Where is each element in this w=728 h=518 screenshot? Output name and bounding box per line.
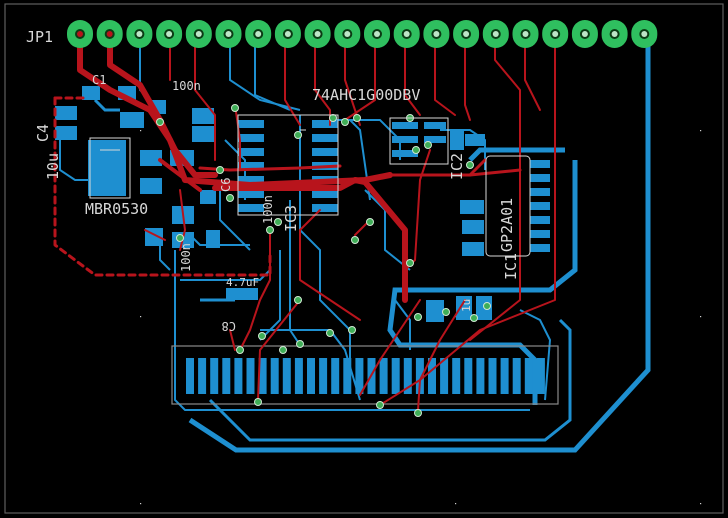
label-ic-regulator-value: GP2A01	[498, 198, 516, 252]
fpc-pin	[294, 358, 303, 394]
label-c1: C1	[92, 73, 106, 87]
fpc-pin	[186, 358, 194, 394]
header-pin	[423, 20, 450, 48]
header-pin	[542, 20, 569, 48]
fpc-pin	[512, 358, 521, 394]
header-pin	[67, 20, 93, 48]
fpc-pin	[355, 358, 364, 394]
header-pin	[512, 20, 539, 48]
header-pin	[393, 20, 420, 48]
fpc-pin	[524, 358, 533, 394]
fpc-pin	[319, 358, 328, 394]
header-pin	[631, 20, 658, 48]
header-jp1	[67, 20, 658, 48]
fpc-pin	[343, 358, 352, 394]
fpc-pin	[391, 358, 400, 394]
header-pin	[601, 20, 628, 48]
label-ic2: IC2	[448, 153, 466, 180]
label-cap-10u: 10u	[44, 153, 62, 180]
fpc-pin	[415, 358, 424, 394]
fpc-connector	[171, 345, 559, 405]
fpc-pin	[331, 358, 340, 394]
label-c6: C6	[219, 178, 233, 192]
board-outline	[4, 3, 724, 514]
label-ic-buffer-value: 74AHC1G00DBV	[312, 86, 420, 104]
header-pin	[215, 20, 242, 48]
header-pin	[156, 20, 183, 48]
fpc-pin	[270, 358, 279, 394]
fpc-pin	[210, 358, 219, 394]
label-cap-100n-b: 100n	[179, 243, 193, 272]
fpc-pin	[379, 358, 388, 394]
fpc-pin	[282, 358, 291, 394]
label-ic3: IC3	[282, 205, 300, 232]
fpc-pin	[234, 358, 243, 394]
fpc-pin	[452, 358, 461, 394]
label-cap-100n-c: 100n	[261, 195, 275, 224]
label-cap-47u: 4.7uF	[226, 276, 259, 289]
fpc-pin	[500, 358, 509, 394]
header-pin	[334, 20, 361, 48]
header-pin	[96, 20, 123, 48]
silkscreen-layer	[89, 114, 531, 257]
fpc-pin	[488, 358, 497, 394]
header-pin	[274, 20, 301, 48]
label-c4: C4	[34, 124, 52, 142]
fpc-pin	[464, 358, 473, 394]
header-pin	[482, 20, 509, 48]
header-pin	[304, 20, 331, 48]
fpc-pin	[246, 358, 255, 394]
header-pin	[364, 20, 390, 48]
label-ic1: IC1	[502, 253, 520, 280]
header-pin	[571, 20, 598, 48]
fpc-pin	[440, 358, 449, 394]
label-cap-small: 1u	[460, 299, 473, 312]
label-c8: C8	[222, 319, 236, 333]
header-pin	[245, 20, 272, 48]
fpc-pin	[258, 358, 267, 394]
header-pin	[126, 20, 153, 48]
fpc-pin	[198, 358, 207, 394]
fpc-pin	[403, 358, 412, 394]
header-pin	[185, 20, 212, 48]
fpc-pin	[476, 358, 485, 394]
vias	[156, 104, 491, 417]
fpc-pin	[222, 358, 231, 394]
fpc-pin	[536, 358, 545, 394]
label-jp1: JP1	[26, 28, 53, 46]
label-cap-100n-a: 100n	[172, 79, 201, 93]
fpc-pin	[307, 358, 315, 394]
fpc-pin	[428, 358, 436, 394]
label-diode: MBR0530	[85, 200, 148, 218]
header-pin	[453, 20, 480, 48]
